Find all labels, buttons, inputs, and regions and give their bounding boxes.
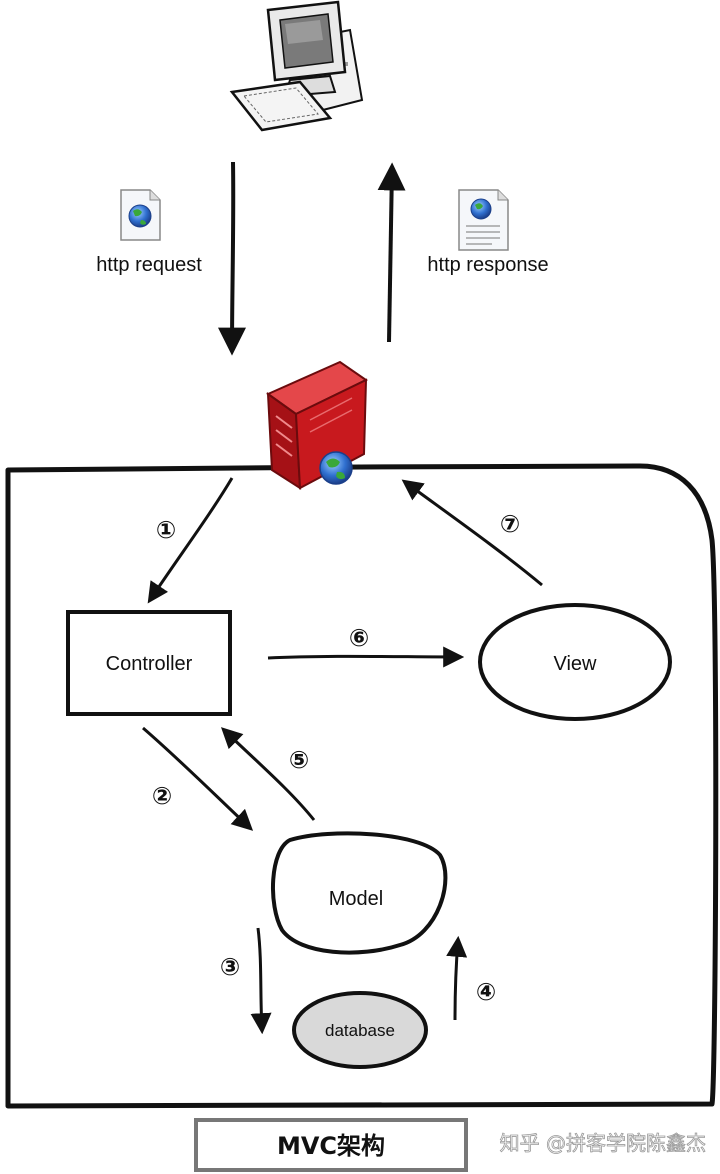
caption-box bbox=[194, 1118, 468, 1172]
response-document-icon bbox=[458, 189, 509, 251]
server-boundary bbox=[5, 463, 719, 1109]
step-number-4: ④ bbox=[476, 978, 496, 1006]
view-label: View bbox=[554, 653, 598, 675]
database-ellipse bbox=[292, 991, 428, 1069]
web-server-icon bbox=[265, 360, 368, 490]
model-shape bbox=[271, 831, 448, 955]
http-response-label: http response bbox=[427, 254, 548, 276]
controller-label: Controller bbox=[106, 653, 193, 675]
http-request-arrow bbox=[218, 161, 247, 356]
request-document-icon bbox=[120, 189, 161, 241]
step-number-3: ③ bbox=[220, 953, 240, 981]
arrow-step-4 bbox=[446, 935, 468, 1021]
http-response-arrow bbox=[377, 162, 406, 343]
step-number-2: ② bbox=[152, 782, 172, 810]
caption-title: MVC架构 bbox=[277, 1132, 385, 1160]
model-label: Model bbox=[329, 888, 383, 910]
arrow-step-5 bbox=[220, 727, 316, 821]
arrow-step-1 bbox=[147, 477, 234, 604]
step-number-6: ⑥ bbox=[349, 624, 369, 652]
arrow-step-2 bbox=[142, 726, 254, 831]
arrow-step-7 bbox=[401, 479, 543, 587]
client-computer-icon bbox=[229, 0, 364, 132]
http-request-label: http request bbox=[96, 254, 202, 276]
step-number-7: ⑦ bbox=[500, 510, 520, 538]
arrow-step-6 bbox=[267, 646, 465, 668]
watermark-text: 知乎 @拼客学院陈鑫杰 bbox=[500, 1131, 706, 1155]
database-label: database bbox=[325, 1021, 395, 1040]
step-number-5: ⑤ bbox=[289, 746, 309, 774]
arrow-step-3 bbox=[250, 927, 272, 1035]
controller-box bbox=[66, 610, 232, 716]
step-number-1: ① bbox=[156, 516, 176, 544]
view-ellipse bbox=[478, 603, 672, 721]
